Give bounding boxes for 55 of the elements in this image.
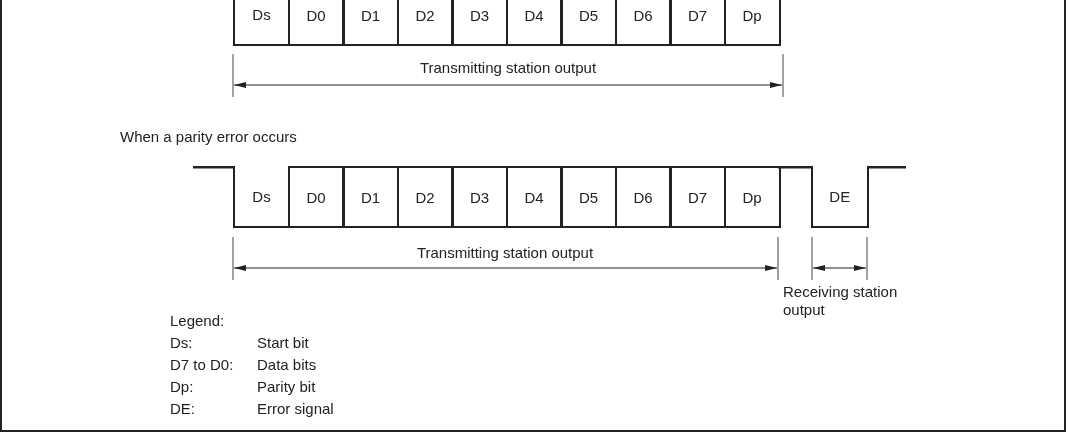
bit-field xyxy=(451,166,508,228)
bit-label: D0 xyxy=(306,188,326,206)
bit-label: D6 xyxy=(633,6,653,24)
dimension-label: Transmitting station output xyxy=(416,244,594,262)
bit-label: Dp xyxy=(742,6,762,24)
bit-field xyxy=(342,166,399,228)
bit-label: Ds xyxy=(252,187,271,205)
bit-field xyxy=(342,0,399,46)
bit-field xyxy=(723,0,781,46)
bit-field xyxy=(669,0,726,46)
bit-label: D0 xyxy=(306,6,326,24)
legend-text: Data bits xyxy=(257,356,317,374)
bit-label: Dp xyxy=(742,188,762,206)
bit-label: D3 xyxy=(469,188,490,206)
legend-text: Start bit xyxy=(257,334,309,352)
bit-label: Ds xyxy=(252,5,271,23)
bit-field xyxy=(396,0,454,46)
bit-field xyxy=(287,166,345,228)
bit-field xyxy=(614,166,672,228)
bit-field xyxy=(233,0,290,46)
bit-label: D5 xyxy=(578,6,599,24)
legend-text: Ds: xyxy=(170,334,193,352)
bit-label: D5 xyxy=(578,188,599,206)
legend-text: Legend: xyxy=(170,312,225,330)
legend-text: D7 to D0: xyxy=(170,356,234,374)
dimension-label: Transmitting station output xyxy=(419,59,597,77)
bit-label: DE xyxy=(829,187,851,205)
bit-field xyxy=(451,0,508,46)
bit-field xyxy=(287,0,345,46)
bit-label: D4 xyxy=(524,188,544,206)
bit-label: D7 xyxy=(687,188,708,206)
legend-text: Dp: xyxy=(170,378,194,396)
bit-field xyxy=(505,0,563,46)
bit-label: D1 xyxy=(360,188,381,206)
bit-field xyxy=(614,0,672,46)
legend-text: Parity bit xyxy=(257,378,316,396)
bit-field xyxy=(560,166,617,228)
bit-label: D2 xyxy=(415,188,435,206)
bit-field xyxy=(723,166,781,228)
bit-field xyxy=(811,166,869,228)
bit-label: D2 xyxy=(415,6,435,24)
bit-field xyxy=(233,166,290,228)
bit-label: D3 xyxy=(469,6,490,24)
bit-label: D7 xyxy=(687,6,708,24)
legend-text: DE: xyxy=(170,400,195,418)
bit-label: D6 xyxy=(633,188,653,206)
bit-label: D4 xyxy=(524,6,544,24)
legend-text: Error signal xyxy=(257,400,334,418)
bit-label: D1 xyxy=(360,6,381,24)
dimension-label: Receiving station output xyxy=(783,283,899,319)
section-heading: When a parity error occurs xyxy=(120,128,297,146)
bit-field xyxy=(505,166,563,228)
bit-field xyxy=(560,0,617,46)
bit-field xyxy=(669,166,726,228)
bit-field xyxy=(396,166,454,228)
